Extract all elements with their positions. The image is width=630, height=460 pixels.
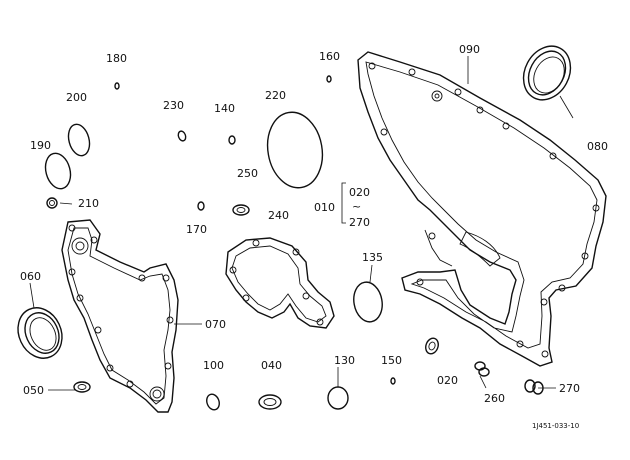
label-190: 190 [30, 139, 51, 152]
label-130: 130 [334, 354, 355, 367]
seal-pair-270 [524, 379, 544, 395]
label-080: 080 [587, 140, 608, 153]
label-040: 040 [261, 359, 282, 372]
water-pump-gasket-240 [225, 237, 335, 329]
oil-seal-060 [17, 307, 63, 359]
oil-seal-large-080 [522, 45, 572, 101]
seal-210 [46, 197, 58, 209]
label-070: 070 [205, 318, 226, 331]
o-ring-190 [44, 152, 72, 190]
label-140: 140 [214, 102, 235, 115]
label-050: 050 [23, 384, 44, 397]
small-o-ring-160 [326, 75, 332, 83]
o-ring-130 [327, 386, 349, 410]
o-ring-100 [206, 393, 220, 411]
washer-040 [258, 394, 282, 410]
small-o-ring-230 [177, 130, 187, 142]
o-ring-135 [353, 281, 383, 323]
label-200: 200 [66, 91, 87, 104]
label-060: 060 [20, 270, 41, 283]
label-230: 230 [163, 99, 184, 112]
small-o-ring-150 [390, 377, 396, 385]
label-250: 250 [237, 167, 258, 180]
gear-case-gasket [357, 51, 607, 367]
small-o-ring-180 [114, 82, 120, 90]
label-tilde: ~ [352, 200, 361, 213]
label-180: 180 [106, 52, 127, 65]
o-ring-200 [67, 123, 91, 157]
o-ring-220 [266, 111, 324, 189]
label-220: 220 [265, 89, 286, 102]
part-labels: 180 200 190 210 230 140 220 160 090 080 … [20, 43, 608, 430]
label-210: 210 [78, 197, 99, 210]
label-020-bottom: 020 [437, 374, 458, 387]
label-260: 260 [484, 392, 505, 405]
label-150: 150 [381, 354, 402, 367]
small-o-ring-140 [228, 135, 236, 145]
label-270-bottom: 270 [559, 382, 580, 395]
label-160: 160 [319, 50, 340, 63]
washer-050 [73, 381, 91, 393]
seal-pair-260 [474, 361, 490, 377]
label-240: 240 [268, 209, 289, 222]
label-135: 135 [362, 251, 383, 264]
label-170: 170 [186, 223, 207, 236]
front-cover-gasket-070 [61, 219, 179, 413]
drawing-code: 1J451-033-10 [532, 422, 579, 430]
leader-lines [29, 56, 574, 391]
label-020-top: 020 [349, 186, 370, 199]
seal-020 [425, 337, 439, 355]
seal-250 [232, 204, 250, 216]
label-010: 010 [314, 201, 335, 214]
small-o-ring-170 [197, 201, 205, 211]
label-100: 100 [203, 359, 224, 372]
label-090: 090 [459, 43, 480, 56]
label-270-top: 270 [349, 216, 370, 229]
